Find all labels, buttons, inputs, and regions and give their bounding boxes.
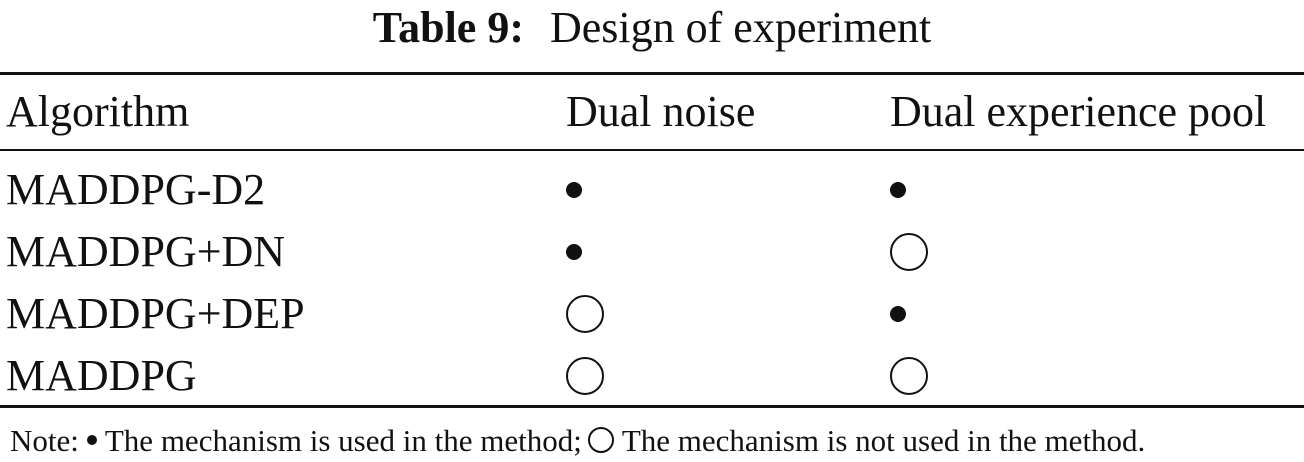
- caption-label: Table 9:: [372, 3, 524, 52]
- header-rule: [0, 149, 1304, 151]
- algorithm-name: MADDPG+DEP: [6, 289, 305, 338]
- filled-dot-icon: [86, 435, 97, 445]
- header-dual-noise: Dual noise: [566, 87, 756, 136]
- open-circle-icon: [890, 357, 928, 395]
- open-circle-icon: [890, 233, 928, 271]
- open-circle-icon: [566, 357, 604, 395]
- filled-dot-icon: [566, 182, 582, 198]
- table-note: Note: The mechanism is used in the metho…: [10, 420, 1145, 460]
- algorithm-name: MADDPG: [6, 351, 197, 400]
- header-dual-experience-pool: Dual experience pool: [890, 87, 1267, 136]
- bottom-rule: [0, 405, 1304, 408]
- algorithm-name: MADDPG-D2: [6, 165, 266, 214]
- top-rule: [0, 72, 1304, 75]
- filled-dot-icon: [566, 244, 582, 260]
- table-row: MADDPG+DN: [0, 222, 1304, 282]
- open-circle-icon: [587, 427, 614, 453]
- header-algorithm: Algorithm: [6, 87, 190, 136]
- filled-dot-icon: [890, 182, 906, 198]
- filled-dot-icon: [890, 306, 906, 322]
- dual-noise-cell: [566, 284, 626, 344]
- dual-experience-pool-cell: [890, 284, 950, 344]
- table-row: MADDPG+DEP: [0, 284, 1304, 344]
- dual-experience-pool-cell: [890, 222, 950, 282]
- table-row: MADDPG-D2: [0, 160, 1304, 220]
- dual-experience-pool-cell: [890, 346, 950, 406]
- table-row: MADDPG: [0, 346, 1304, 406]
- dual-noise-cell: [566, 222, 626, 282]
- open-circle-icon: [566, 295, 604, 333]
- dual-experience-pool-cell: [890, 160, 950, 220]
- caption-title: Design of experiment: [549, 3, 932, 52]
- dual-noise-cell: [566, 160, 626, 220]
- algorithm-name: MADDPG+DN: [6, 227, 286, 276]
- dual-noise-cell: [566, 346, 626, 406]
- note-prefix: Note:: [10, 422, 79, 458]
- note-used-text: The mechanism is used in the method;: [104, 422, 582, 458]
- note-not-used-text: The mechanism is not used in the method.: [621, 422, 1146, 458]
- table-caption: Table 9: Design of experiment: [0, 0, 1304, 56]
